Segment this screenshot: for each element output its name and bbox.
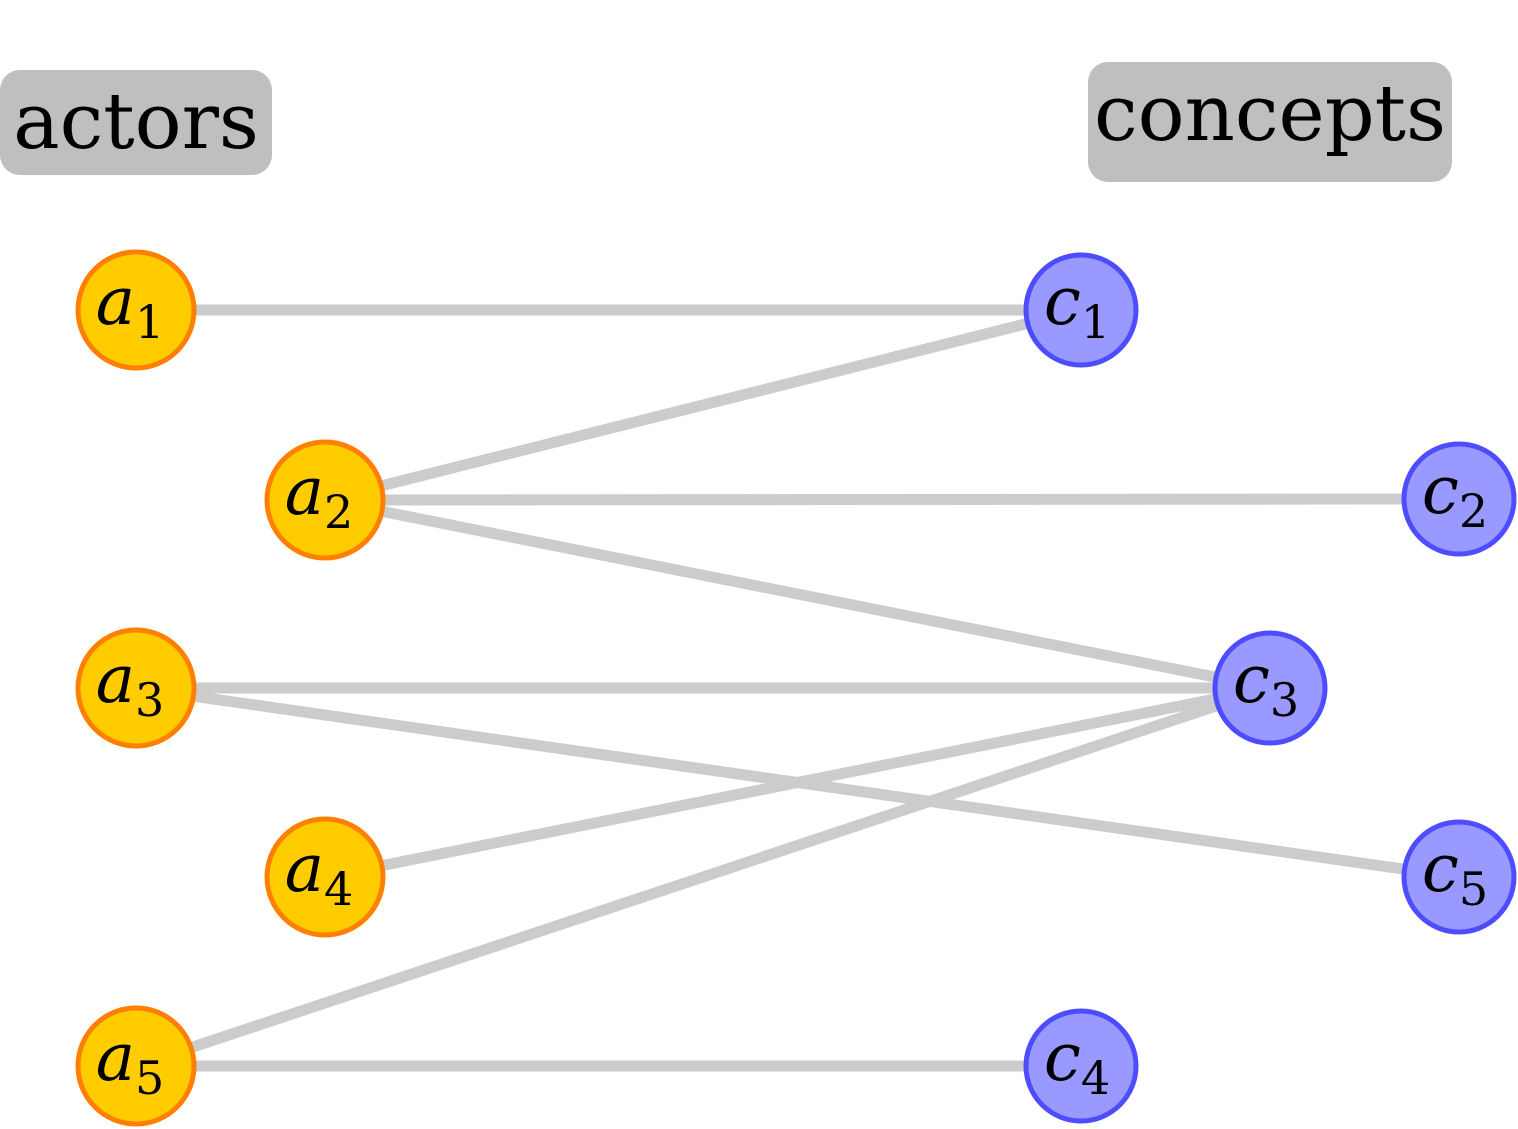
edge-a4-c3 bbox=[323, 682, 1272, 883]
actor-node-a2-circle bbox=[264, 439, 386, 561]
concepts-label-box bbox=[1088, 62, 1452, 182]
edge-a2-c3 bbox=[323, 494, 1272, 694]
svg-text:c1: c1 bbox=[1044, 263, 1110, 349]
actor-node-a5-subscript: 5 bbox=[135, 1051, 164, 1105]
concept-node-c5-subscript: 5 bbox=[1459, 862, 1488, 916]
actors-label-text: actors bbox=[13, 77, 259, 167]
concept-node-c5-letter: c bbox=[1422, 830, 1459, 907]
svg-text:c4: c4 bbox=[1044, 1019, 1110, 1105]
concept-node-c4-circle bbox=[1023, 1008, 1139, 1124]
actor-node-a1-letter: a bbox=[96, 263, 135, 340]
actor-node-a5-circle bbox=[75, 1005, 197, 1127]
actor-node-a2-subscript: 2 bbox=[324, 485, 353, 539]
concept-node-c4-letter: c bbox=[1044, 1019, 1081, 1096]
concept-node-c4[interactable]: c4 bbox=[1023, 1008, 1139, 1124]
actor-node-a4-letter: a bbox=[285, 830, 324, 907]
svg-text:a4: a4 bbox=[285, 830, 354, 916]
actor-node-a5-letter: a bbox=[96, 1019, 135, 1096]
edge-a5-c3 bbox=[134, 682, 1272, 1072]
actor-node-a3-letter: a bbox=[96, 641, 135, 718]
concept-node-c2-subscript: 2 bbox=[1459, 484, 1488, 538]
svg-text:a1: a1 bbox=[96, 263, 165, 349]
actor-node-a4-circle bbox=[264, 816, 386, 938]
actors-label-box bbox=[0, 70, 272, 175]
concepts-label-text: concepts bbox=[1094, 69, 1446, 159]
edge-a2-c1 bbox=[323, 304, 1083, 506]
concept-node-c5[interactable]: c5 bbox=[1401, 819, 1517, 935]
actors-label: actors bbox=[0, 70, 272, 175]
svg-text:c5: c5 bbox=[1422, 830, 1488, 916]
concept-node-c1-circle bbox=[1023, 252, 1139, 368]
concept-node-c2-letter: c bbox=[1422, 452, 1459, 529]
concept-node-c5-circle bbox=[1401, 819, 1517, 935]
actor-node-a1-circle bbox=[75, 249, 197, 371]
actor-node-a3-circle bbox=[75, 627, 197, 749]
concept-node-c1[interactable]: c1 bbox=[1023, 252, 1139, 368]
concepts-label: concepts bbox=[1088, 62, 1452, 182]
concept-node-c3-circle bbox=[1212, 630, 1328, 746]
actor-node-a1-subscript: 1 bbox=[135, 295, 164, 349]
concept-node-c3[interactable]: c3 bbox=[1212, 630, 1328, 746]
actor-node-a5[interactable]: a5 bbox=[75, 1005, 197, 1127]
actor-node-a3[interactable]: a3 bbox=[75, 627, 197, 749]
concept-node-c3-subscript: 3 bbox=[1270, 673, 1299, 727]
concept-node-c3-letter: c bbox=[1233, 641, 1270, 718]
actor-node-a1[interactable]: a1 bbox=[75, 249, 197, 371]
concept-node-c1-subscript: 1 bbox=[1081, 295, 1110, 349]
svg-text:a3: a3 bbox=[96, 641, 165, 727]
actor-node-a4-subscript: 4 bbox=[324, 862, 353, 916]
edge-a2-c2 bbox=[324, 493, 1460, 506]
actor-node-a3-subscript: 3 bbox=[135, 673, 164, 727]
concept-node-c2[interactable]: c2 bbox=[1401, 441, 1517, 557]
concept-node-c1-letter: c bbox=[1044, 263, 1081, 340]
actor-node-a2-letter: a bbox=[285, 453, 324, 530]
actor-node-a2[interactable]: a2 bbox=[264, 439, 386, 561]
actor-node-a4[interactable]: a4 bbox=[264, 816, 386, 938]
concept-node-c2-circle bbox=[1401, 441, 1517, 557]
svg-text:c2: c2 bbox=[1422, 452, 1488, 538]
svg-text:a2: a2 bbox=[285, 453, 354, 539]
svg-text:a5: a5 bbox=[96, 1019, 165, 1105]
edges-layer bbox=[134, 304, 1460, 1072]
svg-text:c3: c3 bbox=[1233, 641, 1299, 727]
concept-node-c4-subscript: 4 bbox=[1081, 1051, 1110, 1105]
